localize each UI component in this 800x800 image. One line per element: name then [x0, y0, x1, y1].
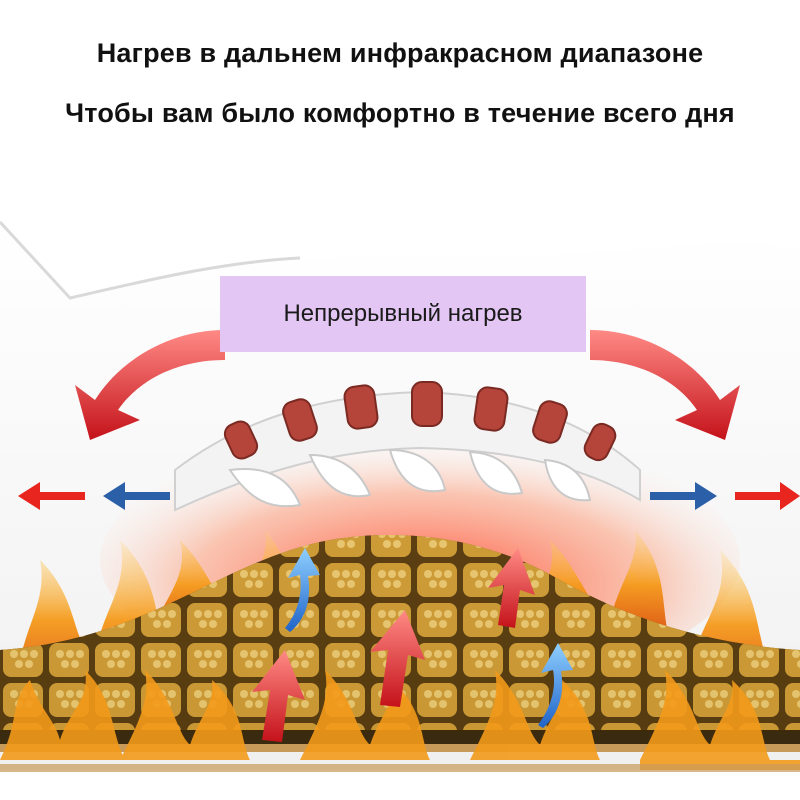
flames-front — [0, 670, 800, 790]
badge-label: Непрерывный нагрев — [283, 300, 523, 327]
arrow-icon — [18, 482, 800, 510]
curved-arrow-icon — [75, 330, 740, 440]
up-arrow-icon — [252, 548, 573, 742]
headline-line-1: Нагрев в дальнем инфракрасном диапазоне — [96, 38, 704, 68]
headline-line-2: Чтобы вам было комфортно в течение всего… — [65, 98, 735, 128]
continuous-heating-badge: Непрерывный нагрев — [220, 276, 586, 352]
spine-illustration — [174, 381, 641, 512]
